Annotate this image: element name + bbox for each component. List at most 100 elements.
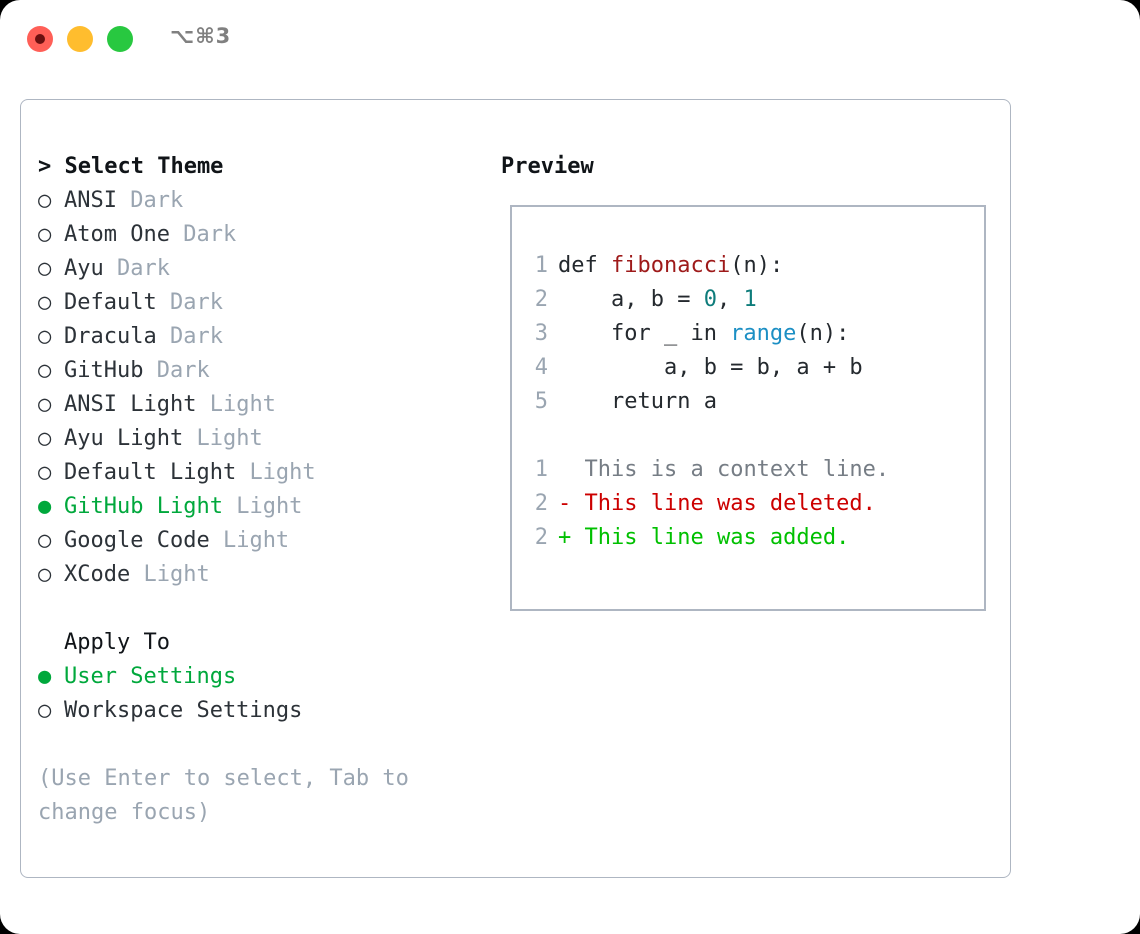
theme-option-kind: Light bbox=[196, 426, 263, 451]
close-window-button[interactable] bbox=[27, 26, 53, 52]
hint-spacer bbox=[38, 728, 468, 762]
code-line: 4 a, b = b, a + b bbox=[524, 351, 976, 385]
theme-option-atom-one[interactable]: ○ Atom One Dark bbox=[38, 218, 468, 252]
code-line: 1 def fibonacci(n): bbox=[524, 249, 976, 283]
diff-text: This line was added. bbox=[584, 525, 850, 550]
preview-title: Preview bbox=[501, 154, 594, 179]
theme-option-label: GitHub Light bbox=[64, 494, 223, 519]
diff-line-number: 2 bbox=[534, 491, 548, 516]
theme-option-kind: Light bbox=[209, 392, 276, 417]
radio-unselected-icon: ○ bbox=[38, 324, 52, 349]
keyboard-hint-line-1: (Use Enter to select, Tab to bbox=[38, 766, 409, 791]
radio-unselected-icon: ○ bbox=[38, 562, 52, 587]
theme-option-github[interactable]: ○ GitHub Dark bbox=[38, 354, 468, 388]
theme-option-ansi[interactable]: ○ANSI Dark bbox=[38, 184, 468, 218]
code-token-plain: (n): bbox=[730, 253, 784, 278]
radio-unselected-icon: ○ bbox=[38, 222, 52, 247]
code-diff-gap bbox=[524, 419, 976, 453]
theme-option-sep bbox=[223, 494, 236, 519]
code-line-number: 4 bbox=[534, 355, 548, 380]
theme-option-label: Atom One bbox=[64, 222, 170, 247]
maximize-window-button[interactable] bbox=[107, 26, 133, 52]
radio-unselected-icon: ○ bbox=[38, 392, 52, 417]
theme-option-sep bbox=[104, 256, 117, 281]
theme-option-label: ANSI bbox=[64, 188, 117, 213]
theme-option-kind: Dark bbox=[130, 188, 184, 213]
theme-option-kind: Dark bbox=[169, 290, 223, 315]
theme-option-dracula[interactable]: ○ Dracula Dark bbox=[38, 320, 468, 354]
theme-option-kind: Dark bbox=[169, 324, 223, 349]
code-line: 5 return a bbox=[524, 385, 976, 419]
theme-option-sep bbox=[157, 290, 170, 315]
code-token-call: range bbox=[730, 321, 797, 346]
theme-option-github-light[interactable]: ●GitHub Light Light bbox=[38, 490, 468, 524]
theme-option-ansi-light[interactable]: ○ANSI Light Light bbox=[38, 388, 468, 422]
theme-option-ayu-light[interactable]: ○Ayu Light Light bbox=[38, 422, 468, 456]
code-token-plain: (n): bbox=[796, 321, 850, 346]
radio-unselected-icon: ○ bbox=[38, 358, 52, 383]
radio-unselected-icon: ○ bbox=[38, 426, 52, 451]
apply-to-header: Apply To bbox=[64, 630, 170, 655]
radio-unselected-icon: ○ bbox=[38, 460, 52, 485]
theme-option-default-light[interactable]: ○Default Light Light bbox=[38, 456, 468, 490]
diff-text: This line was deleted. bbox=[584, 491, 876, 516]
theme-option-kind: Light bbox=[236, 494, 303, 519]
theme-option-label: XCode bbox=[64, 562, 131, 587]
theme-option-sep bbox=[236, 460, 249, 485]
code-line-number: 1 bbox=[534, 253, 548, 278]
apply-to-option-workspace-settings[interactable]: ○Workspace Settings bbox=[38, 694, 468, 728]
keyboard-shortcut-label: ⌥⌘3 bbox=[170, 24, 232, 48]
radio-unselected-icon: ○ bbox=[38, 256, 52, 281]
theme-option-kind: Light bbox=[222, 528, 290, 553]
theme-option-label: GitHub bbox=[64, 358, 144, 383]
theme-option-kind: Dark bbox=[156, 358, 210, 383]
apply-to-option-user-settings[interactable]: ● User Settings bbox=[38, 660, 468, 694]
theme-option-sep bbox=[143, 358, 156, 383]
theme-option-ayu[interactable]: ○ Ayu Dark bbox=[38, 252, 468, 286]
minimize-window-button[interactable] bbox=[67, 26, 93, 52]
theme-option-kind: Dark bbox=[117, 256, 170, 281]
keyboard-hint-line-2: change focus) bbox=[38, 800, 211, 825]
code-token-plain: a, b = b, a + b bbox=[558, 355, 863, 380]
code-token-plain: , bbox=[716, 287, 744, 312]
theme-option-kind: Light bbox=[143, 562, 210, 587]
diff-sign bbox=[558, 457, 585, 482]
code-line-number: 5 bbox=[534, 389, 548, 414]
theme-option-sep bbox=[170, 222, 183, 247]
theme-option-sep bbox=[117, 188, 130, 213]
theme-option-sep bbox=[210, 528, 223, 553]
theme-option-xcode[interactable]: ○ XCode Light bbox=[38, 558, 468, 592]
theme-option-label: Dracula bbox=[64, 324, 157, 349]
theme-option-kind: Dark bbox=[183, 222, 237, 247]
code-token-plain: for _ in bbox=[558, 321, 731, 346]
diff-sample: 1 This is a context line.2- This line wa… bbox=[524, 453, 976, 555]
diff-text: This is a context line. bbox=[584, 457, 890, 482]
radio-selected-icon: ● bbox=[38, 664, 52, 689]
diff-line-del: 2- This line was deleted. bbox=[524, 487, 976, 521]
code-line: 3 for _ in range(n): bbox=[524, 317, 976, 351]
theme-option-sep bbox=[130, 562, 143, 587]
code-token-plain: def bbox=[558, 253, 611, 278]
title-bar: ⌥⌘3 bbox=[0, 0, 1140, 78]
main-panel: > Select Theme ○ANSI Dark○Atom One Dark○… bbox=[20, 99, 1011, 878]
theme-option-google-code[interactable]: ○ Google Code Light bbox=[38, 524, 468, 558]
theme-option-label: Ayu bbox=[64, 256, 104, 281]
code-token-plain: a, b = bbox=[558, 287, 704, 312]
theme-list: ○ANSI Dark○Atom One Dark○Ayu Dark○Defaul… bbox=[38, 184, 468, 592]
theme-option-default[interactable]: ○Default Dark bbox=[38, 286, 468, 320]
code-line: 2 a, b = 0, 1 bbox=[524, 283, 976, 317]
keyboard-hint: (Use Enter to select, Tab to change focu… bbox=[38, 762, 438, 830]
code-token-num: 0 bbox=[703, 287, 717, 312]
radio-unselected-icon: ○ bbox=[38, 528, 52, 553]
diff-line-number: 2 bbox=[534, 525, 548, 550]
diff-line-add: 2 + This line was added. bbox=[524, 521, 976, 555]
theme-option-label: Google Code bbox=[64, 528, 210, 553]
code-token-fn: fibonacci bbox=[610, 253, 731, 278]
apply-to-list: ● User Settings ○Workspace Settings bbox=[38, 660, 468, 728]
code-line-number: 3 bbox=[534, 321, 548, 346]
radio-unselected-icon: ○ bbox=[38, 698, 52, 723]
apply-to-option-label: User Settings bbox=[64, 664, 237, 689]
diff-sign: + bbox=[558, 525, 585, 550]
